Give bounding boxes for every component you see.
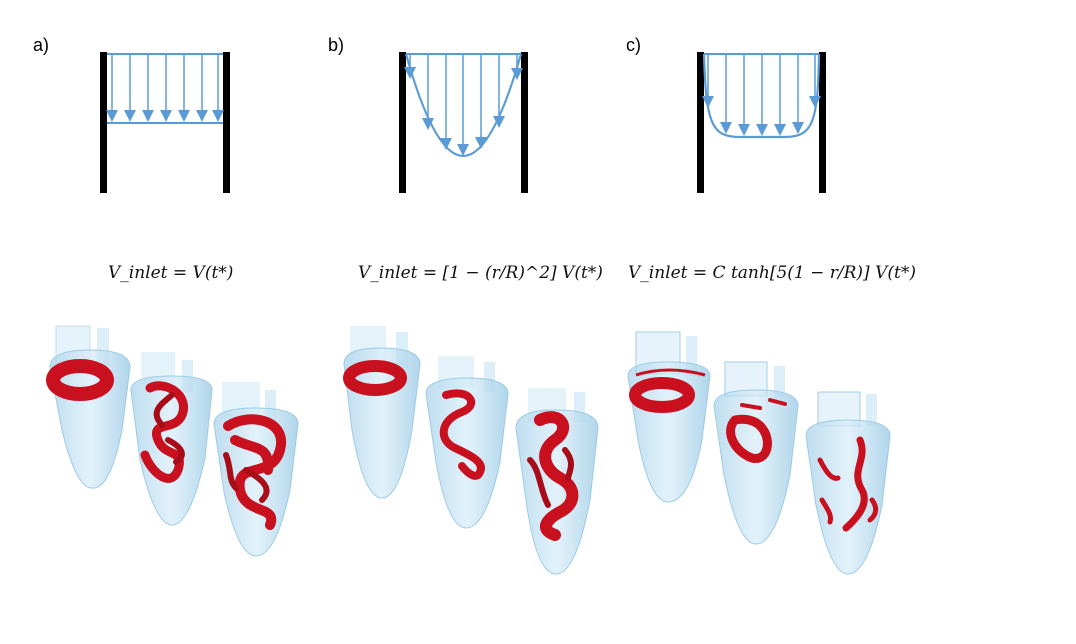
channel-wall-left xyxy=(697,52,704,193)
velocity-arrows xyxy=(702,54,821,136)
channel-wall-right xyxy=(521,52,528,193)
formula-c: V_inlet = C tanh[5(1 − r/R)] V(t*) xyxy=(628,263,916,283)
ventricle-b3 xyxy=(515,388,599,575)
ventricle-c2 xyxy=(713,361,799,545)
velocity-arrows xyxy=(404,54,523,156)
ventricle-group-b xyxy=(343,326,599,575)
vortex-ring xyxy=(343,360,407,396)
panel-label-b: b) xyxy=(328,35,345,55)
formula-b-text: V_inlet = [1 − (r/R)^2] V(t*) xyxy=(358,263,603,283)
ventricle-a1 xyxy=(46,325,131,489)
formula-c-text: V_inlet = C tanh[5(1 − r/R)] V(t*) xyxy=(628,263,916,283)
channel-wall-right xyxy=(223,52,230,193)
ventricle-b2 xyxy=(425,356,509,529)
ventricle-c3 xyxy=(805,391,891,575)
velocity-profile-parabolic xyxy=(404,53,523,158)
formula-a: V_inlet = V(t*) xyxy=(108,263,233,283)
panel-label-a: a) xyxy=(33,35,50,55)
channel-wall-right xyxy=(819,52,826,193)
ventricle-a3 xyxy=(213,382,299,557)
ventricle-a2 xyxy=(130,352,213,526)
channel-wall-left xyxy=(399,52,406,193)
vortex-ring xyxy=(629,377,695,413)
profile-diagram-b xyxy=(399,52,528,193)
channel-wall-left xyxy=(100,52,107,193)
formula-b: V_inlet = [1 − (r/R)^2] V(t*) xyxy=(358,263,603,283)
ventricle-b1 xyxy=(343,326,421,499)
profile-diagram-a xyxy=(100,52,230,193)
ventricle-group-c xyxy=(627,331,891,575)
vortex-ring xyxy=(46,359,114,401)
formula-a-text: V_inlet = V(t*) xyxy=(108,263,234,283)
velocity-arrows xyxy=(106,54,224,122)
ventricle-group-a xyxy=(46,325,299,557)
ventricle-c1 xyxy=(627,331,711,503)
panel-label-c: c) xyxy=(626,35,641,55)
profile-diagram-c xyxy=(697,52,826,193)
